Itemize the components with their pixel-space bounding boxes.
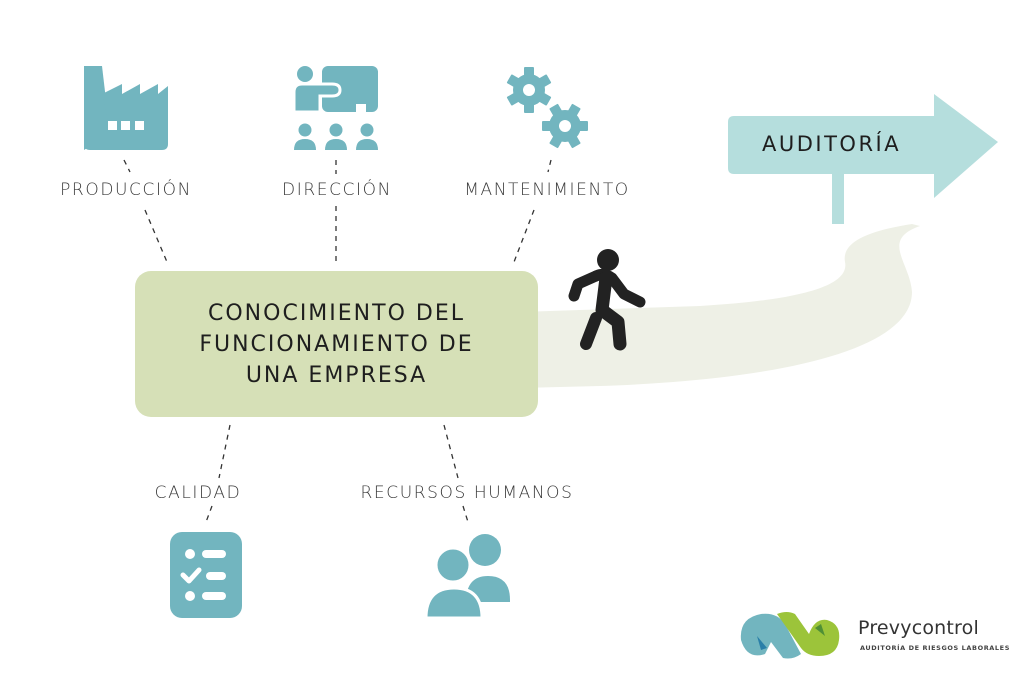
users-icon — [424, 534, 510, 620]
checklist-icon — [170, 532, 242, 618]
presentation-icon — [292, 66, 378, 150]
gears-icon — [506, 67, 588, 149]
center-line-3: UNA EMPRESA — [245, 362, 428, 388]
center-line-2: FUNCIONAMIENTO DE — [199, 331, 474, 357]
label-produccion: PRODUCCIÓN — [60, 180, 192, 200]
label-mantenimiento: MANTENIMIENTO — [464, 180, 630, 200]
label-calidad: CALIDAD — [154, 483, 242, 503]
brand-tagline: AUDITORÍA DE RIESGOS LABORALES — [860, 644, 1010, 652]
label-recursos-humanos: RECURSOS HUMANOS — [360, 483, 574, 503]
label-direccion: DIRECCIÓN — [282, 180, 392, 200]
prevycontrol-logo-icon — [740, 612, 840, 659]
factory-icon — [84, 66, 168, 150]
central-concept-box: CONOCIMIENTO DEL FUNCIONAMIENTO DE UNA E… — [135, 271, 538, 417]
brand-name: Prevycontrol — [858, 617, 979, 639]
center-line-1: CONOCIMIENTO DEL — [208, 300, 465, 326]
sign-label: AUDITORÍA — [762, 132, 902, 156]
walking-person-icon — [568, 249, 646, 351]
arrow-sign-icon — [728, 94, 998, 224]
